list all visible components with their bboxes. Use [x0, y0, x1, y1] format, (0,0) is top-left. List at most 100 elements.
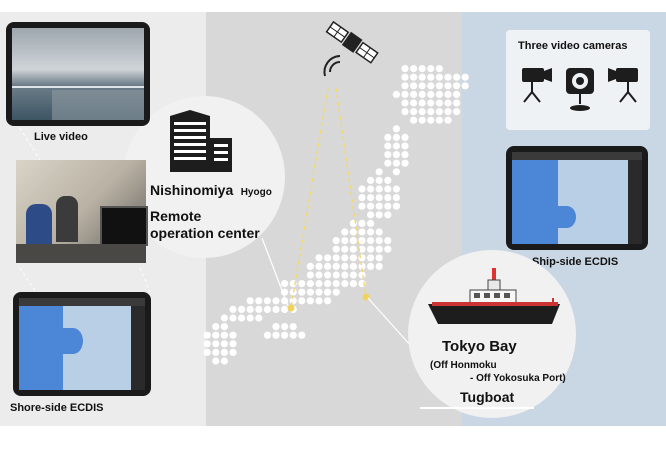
map-dot: [332, 245, 340, 253]
map-dot: [401, 73, 409, 81]
nishinomiya-marker: [287, 304, 295, 312]
callout-dash-video-left: [19, 127, 41, 161]
map-dot: [375, 176, 383, 184]
satellite-icon: [316, 14, 386, 86]
shore-ecdis-toolbar: [19, 298, 145, 306]
map-dot: [349, 280, 357, 288]
map-dot: [427, 108, 435, 116]
map-dot: [324, 297, 332, 305]
camera-left-icon: [522, 68, 552, 103]
map-dot: [367, 202, 375, 210]
map-dot: [298, 331, 306, 339]
map-dot: [401, 142, 409, 150]
map-dot: [392, 194, 400, 202]
map-dot: [427, 73, 435, 81]
map-dot: [255, 314, 263, 322]
live-video-feed: [12, 28, 144, 120]
map-dot: [418, 82, 426, 90]
shore-ecdis-tablet: [13, 292, 151, 396]
map-dot: [246, 314, 254, 322]
map-dot: [298, 288, 306, 296]
map-dot: [349, 262, 357, 270]
shore-ecdis-label: Shore-side ECDIS: [10, 402, 104, 414]
map-dot: [453, 90, 461, 98]
map-dot: [358, 202, 366, 210]
map-dot: [461, 73, 469, 81]
route-line2: - Off Yokosuka Port): [470, 373, 566, 384]
shore-ecdis-screen: [19, 298, 145, 390]
map-dot: [255, 305, 263, 313]
shore-ecdis-land: [19, 306, 63, 390]
map-dot: [401, 159, 409, 167]
map-dot: [427, 82, 435, 90]
map-dot: [410, 82, 418, 90]
map-dot: [392, 151, 400, 159]
location-city: Nishinomiya: [150, 182, 234, 198]
map-dot: [246, 305, 254, 313]
map-dot: [358, 185, 366, 193]
map-dot: [229, 305, 237, 313]
map-dot: [332, 288, 340, 296]
map-dot: [375, 168, 383, 176]
map-dot: [332, 280, 340, 288]
map-dot: [324, 254, 332, 262]
map-dot: [272, 297, 280, 305]
operation-room-photo: [16, 160, 148, 263]
map-dot: [298, 280, 306, 288]
remote-label-line2: operation center: [150, 225, 260, 241]
map-dot: [392, 142, 400, 150]
map-dot: [272, 331, 280, 339]
map-dot: [341, 280, 349, 288]
map-dot: [392, 125, 400, 133]
map-dot: [306, 262, 314, 270]
map-dot: [418, 65, 426, 73]
map-dot: [410, 99, 418, 107]
map-dot: [306, 280, 314, 288]
map-dot: [341, 237, 349, 245]
map-dot: [427, 116, 435, 124]
map-dot: [238, 314, 246, 322]
map-dot: [289, 331, 297, 339]
map-dot: [229, 331, 237, 339]
map-dot: [349, 271, 357, 279]
map-dot: [263, 297, 271, 305]
map-dot: [410, 116, 418, 124]
ship-ecdis-label: Ship-side ECDIS: [532, 256, 619, 268]
map-dot: [246, 297, 254, 305]
callout-dash-ecdis-right: [139, 267, 151, 293]
remote-center-label: Remote operation center: [150, 208, 260, 242]
map-dot: [341, 245, 349, 253]
tugboat-icon: [424, 266, 564, 336]
map-dot: [418, 108, 426, 116]
location-label: Nishinomiya Hyogo: [150, 182, 272, 200]
map-dot: [444, 116, 452, 124]
map-dot: [375, 254, 383, 262]
map-dot: [358, 237, 366, 245]
map-dot: [435, 116, 443, 124]
map-dot: [367, 228, 375, 236]
map-dot: [375, 245, 383, 253]
map-dot: [384, 185, 392, 193]
map-dot: [435, 73, 443, 81]
cameras-title: Three video cameras: [518, 40, 628, 52]
map-dot: [358, 194, 366, 202]
map-dot: [324, 280, 332, 288]
ship-railing: [12, 86, 144, 88]
map-dot: [435, 99, 443, 107]
live-video-tablet: [6, 22, 150, 126]
map-dot: [281, 331, 289, 339]
map-dot: [349, 254, 357, 262]
map-dot: [392, 202, 400, 210]
map-dot: [324, 262, 332, 270]
map-dot: [220, 348, 228, 356]
map-dot: [255, 297, 263, 305]
map-dot: [375, 228, 383, 236]
satellite-link-nishinomiya: [290, 87, 329, 309]
map-dot: [212, 323, 220, 331]
map-dot: [332, 237, 340, 245]
map-dot: [281, 280, 289, 288]
map-dot: [401, 99, 409, 107]
video-camera-icon: [514, 62, 646, 120]
